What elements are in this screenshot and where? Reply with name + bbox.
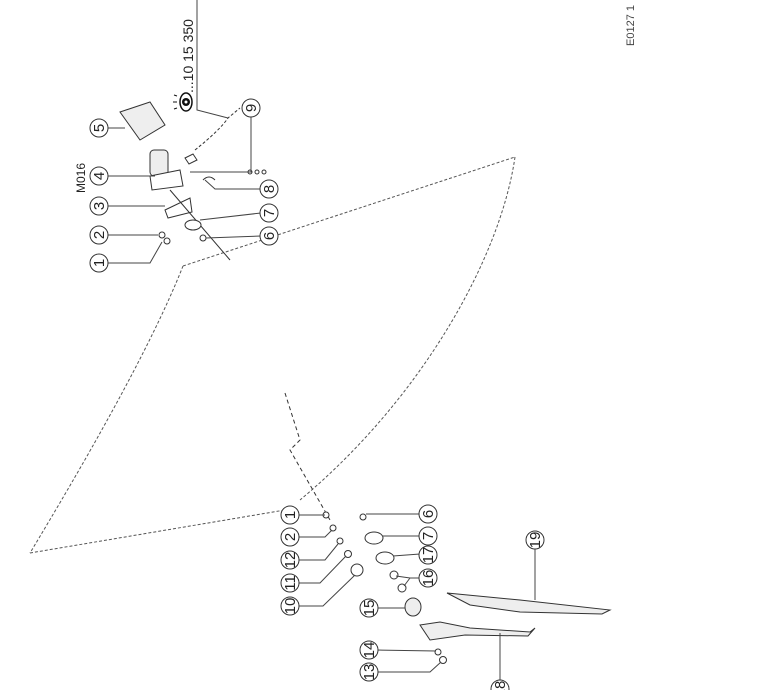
svg-text:4: 4 bbox=[91, 172, 108, 180]
callout-bottom-10[interactable]: 10 bbox=[280, 596, 300, 616]
svg-text:11: 11 bbox=[282, 575, 299, 591]
callout-top-2[interactable]: 2 bbox=[89, 225, 109, 245]
svg-text:17: 17 bbox=[420, 547, 437, 564]
svg-text:2: 2 bbox=[282, 533, 299, 541]
callout-top-1[interactable]: 1 bbox=[89, 253, 109, 273]
svg-text:1: 1 bbox=[91, 259, 108, 267]
svg-text:1: 1 bbox=[282, 511, 299, 519]
svg-text:7: 7 bbox=[420, 532, 437, 540]
callout-bottom-18[interactable]: 18 bbox=[490, 679, 510, 690]
callout-bottom-13[interactable]: 13 bbox=[359, 662, 379, 682]
svg-text:15: 15 bbox=[361, 600, 378, 617]
callout-top-4[interactable]: 4 bbox=[89, 166, 109, 186]
callout-bottom-15[interactable]: 15 bbox=[359, 598, 379, 618]
svg-text:8: 8 bbox=[261, 185, 278, 193]
svg-text:6: 6 bbox=[420, 510, 437, 518]
callout-top-8[interactable]: 8 bbox=[259, 179, 279, 199]
callout-top-3[interactable]: 3 bbox=[89, 196, 109, 216]
callout-top-6[interactable]: 6 bbox=[259, 226, 279, 246]
wiper-arm-assembly bbox=[284, 392, 612, 664]
callout-bottom-16[interactable]: 16 bbox=[418, 568, 438, 588]
callout-bottom-11[interactable]: 11 bbox=[280, 573, 300, 593]
svg-text:12: 12 bbox=[282, 552, 299, 569]
eye-icon bbox=[173, 92, 193, 112]
callout-bottom-19[interactable]: 19 bbox=[525, 530, 545, 550]
svg-text:9: 9 bbox=[243, 104, 260, 112]
svg-text:16: 16 bbox=[420, 570, 437, 587]
drawing-code: E0127 1 bbox=[625, 5, 637, 46]
svg-text:5: 5 bbox=[91, 124, 108, 132]
callout-top-7[interactable]: 7 bbox=[259, 203, 279, 223]
wiper-motor-assembly bbox=[119, 101, 267, 261]
view-ref: ...10 15 350 bbox=[180, 19, 196, 93]
svg-text:7: 7 bbox=[261, 209, 278, 217]
svg-text:19: 19 bbox=[527, 532, 544, 549]
windshield-outline bbox=[29, 156, 516, 554]
callout-bottom-14[interactable]: 14 bbox=[359, 640, 379, 660]
callout-bottom-6[interactable]: 6 bbox=[418, 504, 438, 524]
svg-text:6: 6 bbox=[261, 232, 278, 240]
callout-bottom-2[interactable]: 2 bbox=[280, 527, 300, 547]
svg-text:14: 14 bbox=[361, 642, 378, 659]
callout-top-5[interactable]: 5 bbox=[89, 118, 109, 138]
svg-text:13: 13 bbox=[361, 664, 378, 681]
svg-text:2: 2 bbox=[91, 231, 108, 239]
svg-text:3: 3 bbox=[91, 202, 108, 210]
svg-text:18: 18 bbox=[492, 681, 509, 690]
leader-lines-top bbox=[107, 0, 262, 264]
callout-bottom-17[interactable]: 17 bbox=[418, 545, 438, 565]
callout-bottom-12[interactable]: 12 bbox=[280, 550, 300, 570]
callouts-bottom: 1 2 12 11 10 6 7 17 16 15 19 14 13 18 bbox=[280, 504, 545, 690]
model-ref: M016 bbox=[74, 163, 88, 193]
leader-lines-bottom bbox=[298, 513, 536, 680]
callout-bottom-7[interactable]: 7 bbox=[418, 526, 438, 546]
callouts-top: 1 2 3 4 5 9 8 7 6 bbox=[89, 98, 279, 273]
svg-text:10: 10 bbox=[282, 598, 299, 615]
callout-top-9[interactable]: 9 bbox=[241, 98, 261, 118]
callout-bottom-1[interactable]: 1 bbox=[280, 505, 300, 525]
